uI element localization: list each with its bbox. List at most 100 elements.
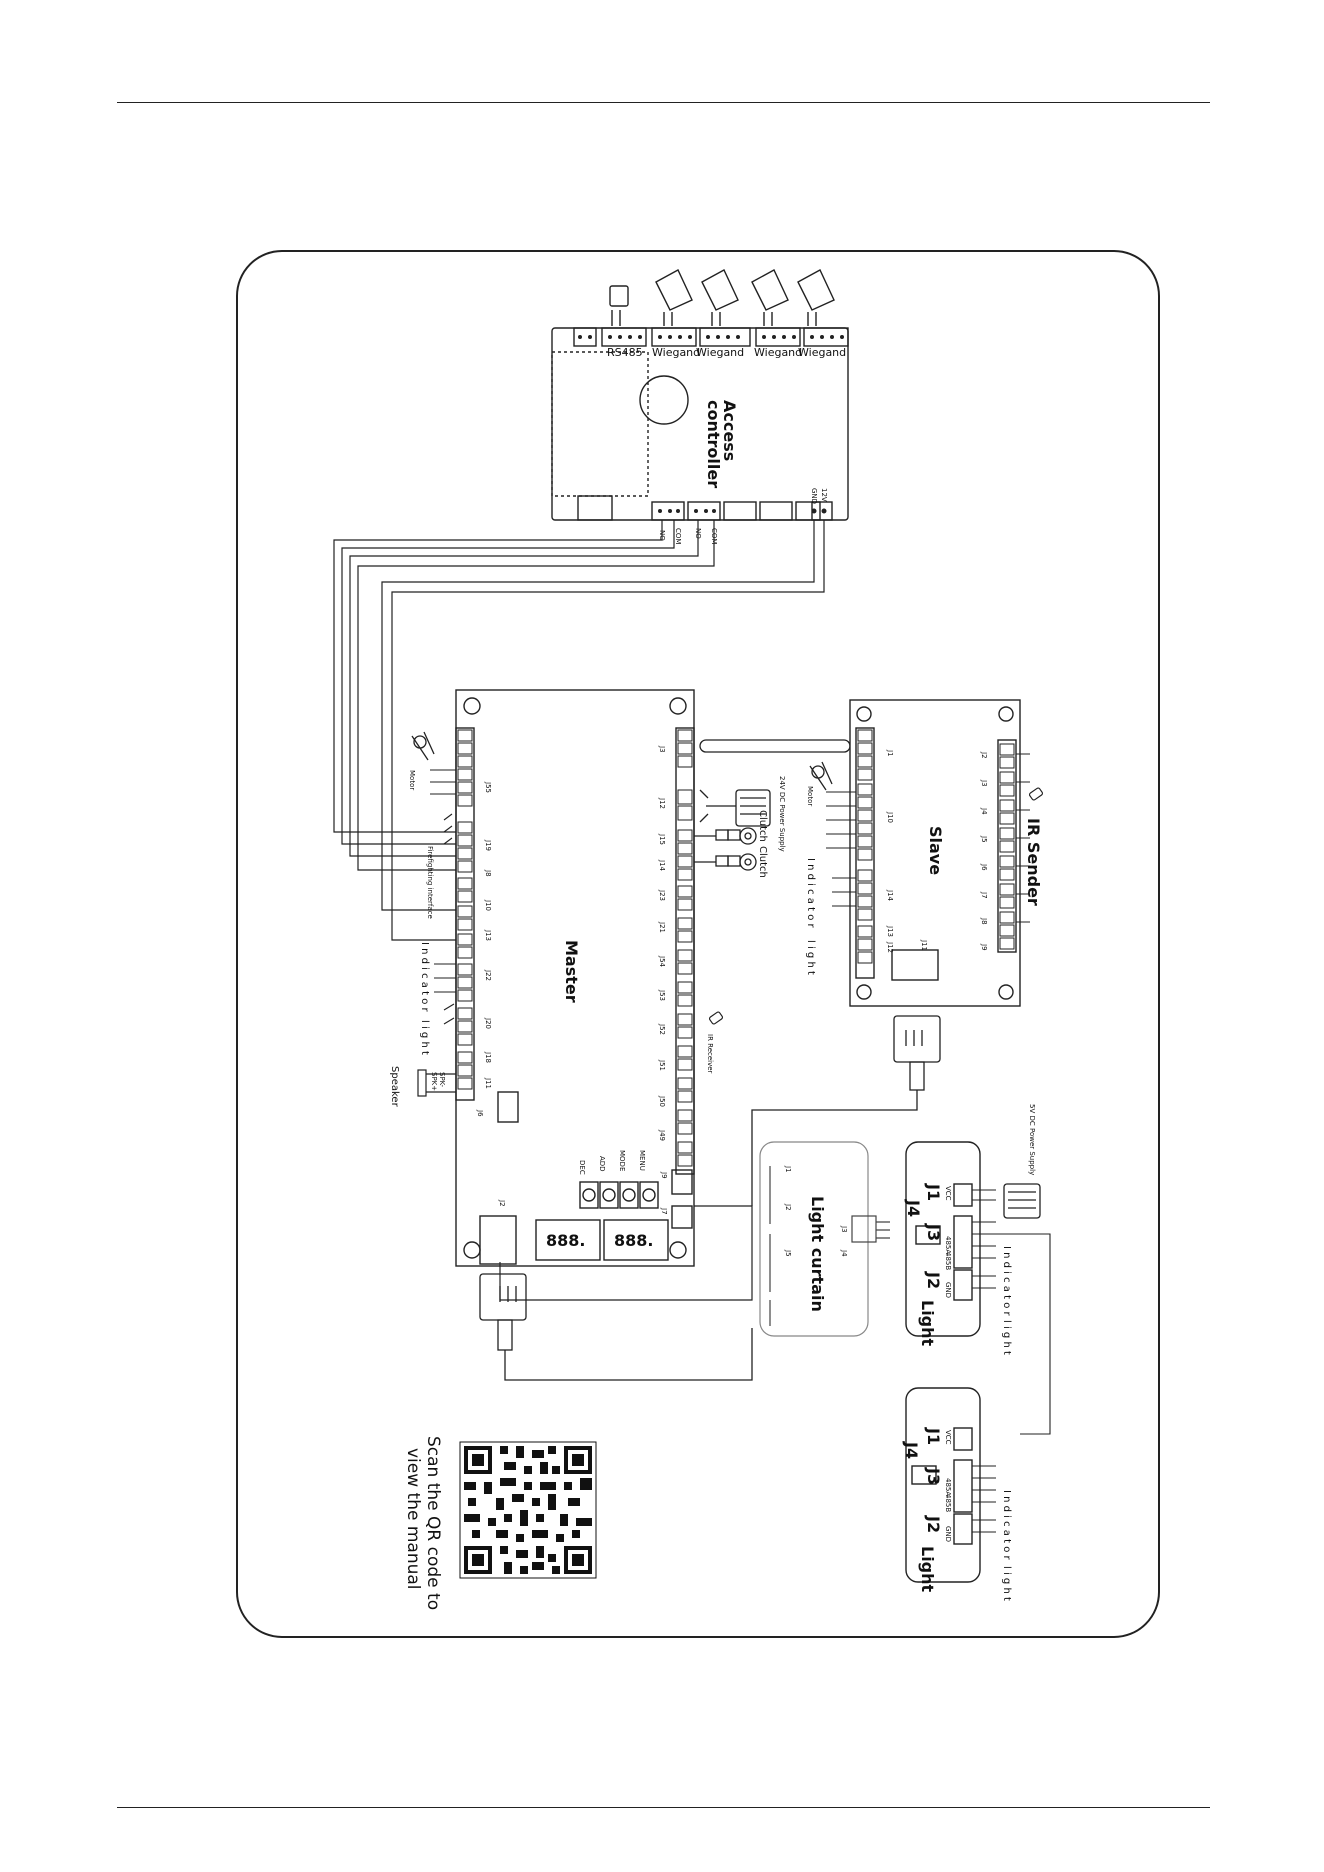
slave-j9-label: J9 [980,943,988,951]
j18-label: J18 [484,1051,492,1063]
qr-note-line1: Scan the QR code to [423,1436,443,1610]
slave-j13-label: J13 [886,925,894,937]
ir-sender-label: IR Sender [1024,818,1043,906]
l2-j3-label: J3 [924,1467,943,1485]
ps24-label: 24V DC Power Supply [778,776,786,852]
j53-label: J53 [658,989,666,1001]
slave-j7-label: J7 [980,891,988,899]
master-right-connector-labels: J3 J12 J15 J14 J23 J21 J54 J53 J52 J51 J… [498,745,668,1215]
diagram-frame [236,250,1160,1638]
slave-right-connector-labels: J2 J3 J4 J5 J6 J7 J8 J9 J11 [920,751,988,951]
master-title: Master [562,940,581,1003]
light-board-1-wires [972,1189,1051,1435]
slave-light-label: l i g h t [805,940,816,975]
master-indicator-label: I n d i c a t o r [419,942,430,1013]
controller-wires [333,520,825,941]
j12-label: J12 [658,797,666,809]
power-supply-24v-icon [699,789,771,827]
light2-light: l i g h t [1001,1566,1012,1601]
light1-title: Light [918,1300,937,1347]
access-controller-dots [578,335,844,514]
access-controller-board [551,269,849,521]
j11-label: J11 [484,1077,492,1089]
slave-j2-label: J2 [980,751,988,759]
light1-light: l i g h t [1001,1320,1012,1355]
l1-485a: 485A [944,1236,952,1254]
ir-receiver-icon [708,1011,724,1025]
lc-j4-label: J4 [840,1249,848,1257]
light1-indicator: I n d i c a t o r [1001,1246,1012,1317]
j21-label: J21 [658,921,666,933]
clutch-icons [694,827,757,871]
slave-motor-icon [809,761,833,791]
light-board-1 [905,1141,981,1337]
lc-j2-label: J2 [784,1203,792,1211]
j23-label: J23 [658,889,666,901]
l2-vcc: VCC [944,1430,952,1445]
menu-label: MENU [638,1150,646,1171]
j14-label: J14 [658,859,666,872]
seg-display-2: 888. [614,1231,653,1250]
master-right-pins [677,729,693,1167]
light-board-2-wires [972,1465,996,1533]
j3-label: J3 [658,745,666,753]
rj45-plug-master [479,1273,753,1381]
access-controller-title-1: Access [720,400,739,461]
j54-label: J54 [658,955,666,968]
motor-label: Motor [408,770,416,790]
lc-j1-label: J1 [784,1165,792,1173]
access-controller-title-2: controller [704,400,723,488]
master-motor-wires [430,769,456,845]
j51-label: J51 [658,1059,666,1071]
slave-left-connector-labels: J1 J10 J14 J13 J12 [886,749,894,953]
slave-j11-label: J11 [920,939,928,951]
j52-label: J52 [658,1023,666,1035]
gnd-label: GND [810,488,818,504]
slave-j5-label: J5 [980,835,988,843]
j20-label: J20 [484,1017,492,1029]
j9-label: J9 [660,1171,668,1179]
slave-title: Slave [926,826,945,875]
l1-485b: 485B [944,1252,952,1270]
l2-j2-label: J2 [924,1515,943,1533]
mode-label: MODE [618,1150,626,1171]
j50-label: J50 [658,1095,666,1107]
slave-j1-label: J1 [886,749,894,757]
l2-gnd: GND [944,1526,952,1542]
wiegand-label-3: Wiegand [754,346,802,359]
wiegand-label-4: Wiegand [798,346,846,359]
spk1-label: SPK+ [430,1072,438,1091]
slave-motor-label: Motor [806,786,814,806]
j49-label: J49 [658,1129,666,1141]
bottom-rule [117,1807,1210,1808]
slave-j4-label: J4 [980,807,988,815]
light2-indicator: I n d i c a t o r [1001,1490,1012,1561]
j13-label: J13 [484,929,492,941]
slave-j3-label: J3 [980,779,988,787]
slave-j6-label: J6 [980,863,988,871]
rs485-label: RS485 [607,346,643,359]
ir-receiver-label: IR Receiver [706,1034,714,1074]
master-indicator-wires [434,963,456,1025]
slave-indicator-label: I n d i c a t o r [805,858,816,929]
speaker-icon [417,1069,456,1097]
spk2-label: SPK- [438,1072,446,1088]
wiegand-label-2: Wiegand [696,346,744,359]
power-supply-5v-icon [1003,1183,1041,1219]
l2-j1-label: J1 [924,1427,943,1445]
light2-title: Light [918,1546,937,1593]
master-left-pins [457,729,473,1090]
j8-label: J8 [484,869,492,877]
j55-label: J55 [484,781,492,793]
light-curtain-connector-labels: J1 J2 J5 J3 J4 [784,1165,848,1257]
l1-j3-label: J3 [924,1223,943,1241]
l2-485b: 485B [944,1494,952,1512]
slave-board [849,699,1021,1007]
l1-j4-label: J4 [904,1199,923,1217]
qr-note-line2: view the manual [403,1448,423,1590]
master-light-label: l i g h t [419,1020,430,1055]
light-curtain-title: Light curtain [808,1196,827,1312]
wiegand-label-1: Wiegand [652,346,700,359]
slave-wires [826,753,1030,923]
